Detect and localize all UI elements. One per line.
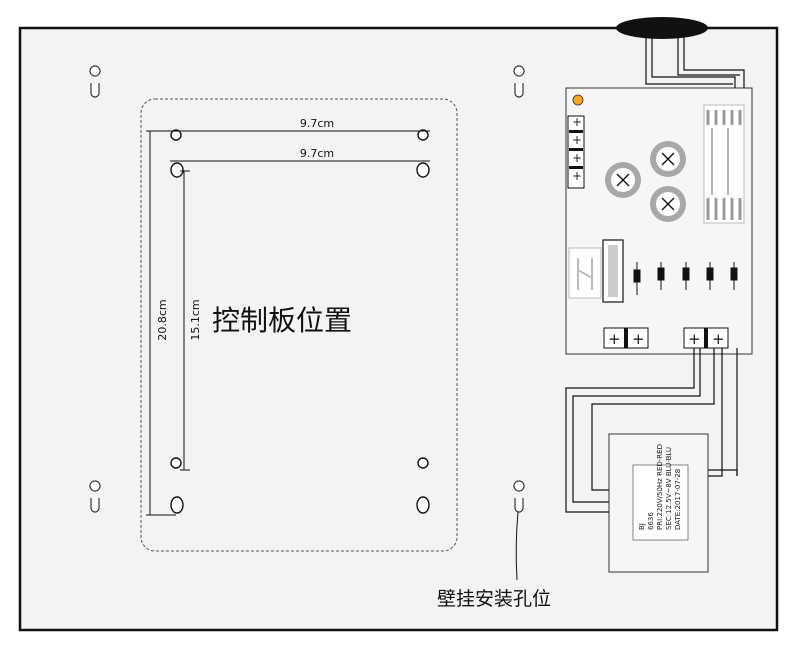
svg-text:+: + [712,330,725,348]
standoff [170,162,184,178]
svg-text:+: + [572,151,582,165]
keyhole-top-left [89,65,101,98]
terminal-block-right: + + [683,327,729,349]
transformer-label-line5: DATE:2017-07-28 [674,469,682,530]
standoffs [170,129,430,514]
dimension-height-inner: 15.1cm [189,299,202,340]
keyhole-bottom-left [89,480,101,513]
terminal-block-left: + + [603,327,649,349]
keyhole-top-right [513,65,525,98]
svg-text:+: + [572,133,582,147]
transformer-label-line4: SEC:12.5V~8V BLU-BLU [665,447,673,530]
dimension-width-top: 9.7cm [300,117,334,130]
fuse-indicator [572,94,584,106]
connector-block [602,239,624,303]
capacitor [650,186,686,222]
control-board-label: 控制板位置 [212,304,352,337]
dimension-lines [146,130,430,516]
svg-text:+: + [608,330,621,348]
svg-text:+: + [688,330,701,348]
keyhole-bottom-right [513,480,525,513]
mounting-hole-pointer [515,511,519,581]
dimension-height-outer: 20.8cm [156,299,169,340]
transformer-label-line3: PRI:220V/50Hz RED-RED [656,444,664,530]
transformer-label-line1: BJ [638,523,646,530]
mains-wires [645,36,745,88]
capacitor [605,162,641,198]
transformer-label-line2: 6636 [647,512,655,530]
svg-text:+: + [632,330,645,348]
standoff [417,457,429,469]
standoff [170,129,182,141]
transformer: BJ 6636 PRI:220V/50Hz RED-RED SEC:12.5V~… [608,433,709,573]
svg-text:+: + [572,169,582,183]
diodes [633,262,738,295]
secondary-wires [565,348,738,513]
svg-text:+: + [572,115,582,129]
standoff [416,162,430,178]
mounting-hole-caption: 壁挂安装孔位 [437,588,551,610]
capacitor [650,141,686,177]
standoff [170,457,182,469]
standoff [170,496,184,514]
cable-grommet [616,17,708,39]
standoff [417,129,429,141]
control-board-area [140,98,458,552]
power-board: + + + + [565,87,753,355]
standoff [416,496,430,514]
dimension-width-inner: 9.7cm [300,147,334,160]
heatsink [703,104,745,224]
relay [568,247,602,299]
